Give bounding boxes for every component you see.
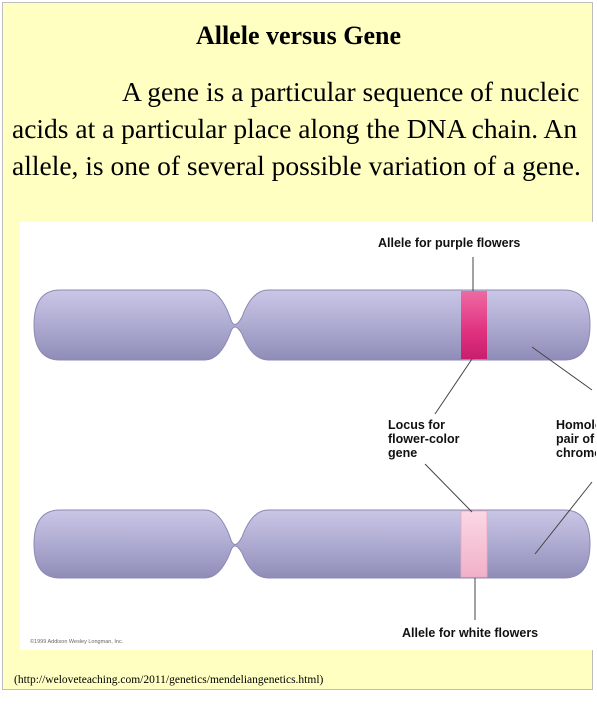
white-allele-band [461, 511, 487, 577]
body-text: A gene is a particular sequence of nucle… [12, 73, 592, 184]
label-locus: Locus for flower-color gene [388, 418, 460, 460]
chromosome-bottom [34, 510, 590, 578]
purple-allele-band [461, 291, 487, 359]
slide-title: Allele versus Gene [3, 21, 594, 51]
label-allele-purple: Allele for purple flowers [378, 236, 520, 250]
chromosome-top [34, 290, 590, 360]
label-homologous: Homologous pair of chromosomes [556, 418, 596, 460]
chromosome-diagram [20, 222, 595, 650]
copyright-text: ©1999 Addison Wesley Longman, Inc. [30, 639, 123, 645]
source-citation: (http://weloveteaching.com/2011/genetics… [14, 674, 323, 686]
chromosome-figure: Allele for purple flowers Locus for flow… [20, 222, 595, 650]
label-allele-white: Allele for white flowers [402, 626, 538, 640]
